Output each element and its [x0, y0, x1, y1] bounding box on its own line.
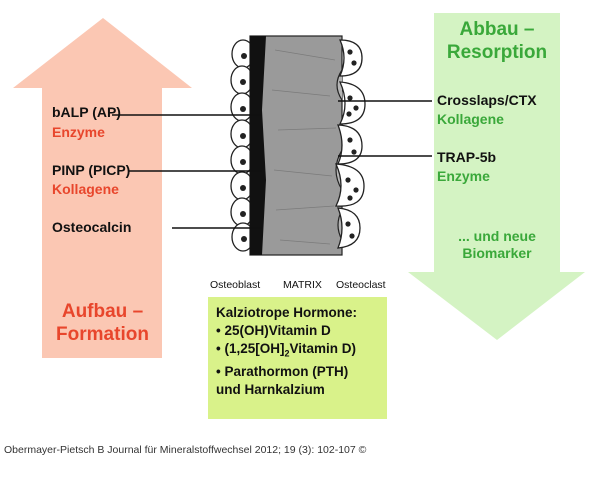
marker-trap-type: Enzyme [437, 168, 490, 184]
hormone-box-title: Kalziotrope Hormone: [216, 305, 358, 320]
formation-title-line2: Formation [56, 324, 149, 345]
resorption-title: Abbau – Resorption [434, 18, 560, 64]
calcitriol-post: Vitamin D) [289, 341, 357, 356]
hormone-box: Kalziotrope Hormone: • 25(OH)Vitamin D •… [208, 297, 387, 419]
calcitriol-pre: • (1,25[OH] [216, 341, 285, 356]
calcitriol-subscript: 2 [284, 348, 290, 359]
label-osteoblast: Osteoblast [210, 279, 261, 291]
osteoclast-cells [334, 39, 366, 249]
hormone-item-calcitriol: • (1,25[OH]2Vitamin D) [216, 340, 387, 363]
resorption-title-line1: Abbau – [459, 19, 535, 40]
hormone-item-urine-calcium: und Harnkalzium [216, 381, 325, 397]
formation-arrow [13, 18, 192, 358]
marker-balp-name: bALP (AP) [52, 104, 121, 120]
marker-crosslaps-name: Crosslaps/CTX [437, 92, 537, 108]
label-matrix: MATRIX [283, 279, 322, 291]
label-osteoclast: Osteoclast [336, 279, 386, 291]
marker-pinp-type: Kollagene [52, 181, 119, 197]
marker-crosslaps-type: Kollagene [437, 111, 504, 127]
citation-text: Obermayer-Pietsch B Journal für Minerals… [4, 444, 367, 456]
marker-pinp-name: PINP (PICP) [52, 162, 131, 178]
marker-osteocalcin-name: Osteocalcin [52, 219, 132, 235]
resorption-arrow [408, 13, 585, 340]
hormone-item-vitamin-d: • 25(OH)Vitamin D [216, 323, 331, 338]
new-biomarkers-line1: ... und neue [458, 228, 536, 244]
marker-trap-name: TRAP-5b [437, 149, 497, 165]
formation-title-line1: Aufbau – [61, 301, 144, 322]
osteoid-layer [250, 36, 266, 255]
formation-title: Aufbau – Formation [40, 300, 165, 346]
bone-section [230, 35, 366, 256]
new-biomarkers-note: ... und neue Biomarker [434, 228, 560, 262]
hormone-item-pth: • Parathormon (PTH) [216, 363, 349, 379]
pointer-lines [112, 100, 432, 229]
marker-balp-type: Enzyme [52, 124, 105, 140]
resorption-title-line2: Resorption [446, 42, 548, 63]
bone-matrix [249, 35, 343, 256]
new-biomarkers-line2: Biomarker [462, 245, 532, 261]
